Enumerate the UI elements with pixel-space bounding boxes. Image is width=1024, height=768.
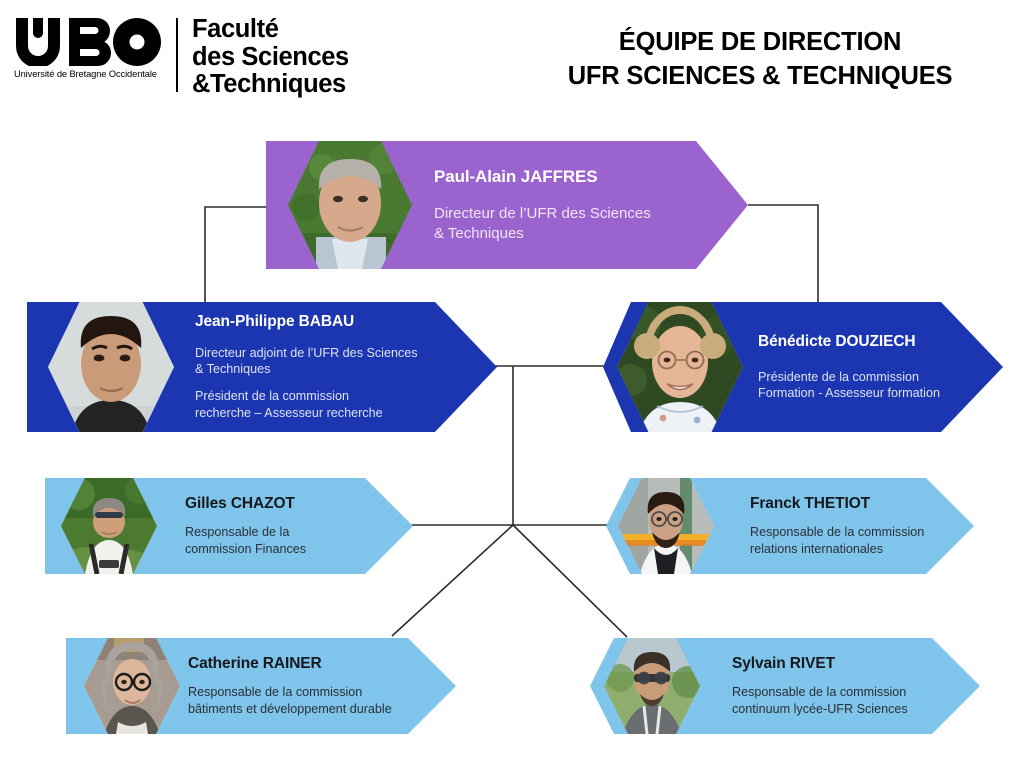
card-rivet-name: Sylvain RIVET [732, 655, 835, 673]
card-rivet-text: Sylvain RIVET Responsable de la commissi… [732, 638, 934, 734]
card-thetiot-text: Franck THETIOT Responsable de la commiss… [750, 478, 926, 574]
ubo-wordmark-block: Université de Bretagne Occidentale [14, 16, 176, 79]
ubo-tagline: Université de Bretagne Occidentale [14, 69, 157, 79]
page-title-line-1: ÉQUIPE DE DIRECTION [618, 28, 902, 56]
card-rainer-text: Catherine RAINER Responsable de la commi… [188, 638, 410, 734]
card-rivet-role: Responsable de la commission continuum l… [732, 685, 908, 716]
card-chazot-role: Responsable de la commission Finances [185, 525, 307, 556]
page-title-line-2: UFR SCIENCES & TECHNIQUES [567, 61, 953, 90]
card-babau-text: Jean-Philippe BABAU Directeur adjoint de… [195, 302, 437, 432]
card-babau[interactable]: Jean-Philippe BABAU Directeur adjoint de… [27, 302, 497, 432]
card-rainer-name: Catherine RAINER [188, 655, 322, 673]
card-douziech-name: Bénédicte DOUZIECH [758, 332, 916, 350]
portrait-chazot-icon [61, 478, 157, 574]
faculty-name: Faculté des Sciences &Techniques [192, 15, 349, 99]
card-babau-name: Jean-Philippe BABAU [195, 312, 355, 330]
card-chazot-name: Gilles CHAZOT [185, 495, 295, 513]
card-thetiot-name: Franck THETIOT [750, 495, 871, 513]
connector-jaffres-douziech [748, 204, 819, 302]
logo-divider [176, 18, 178, 92]
faculty-line-1: Faculté [192, 15, 279, 43]
card-chazot[interactable]: Gilles CHAZOT Responsable de la commissi… [45, 478, 413, 574]
ubo-logo-icon [16, 18, 161, 66]
card-chazot-text: Gilles CHAZOT Responsable de la commissi… [185, 478, 363, 574]
page-title: ÉQUIPE DE DIRECTION UFR SCIENCES & TECHN… [510, 26, 1010, 93]
faculty-line-2: des Sciences [192, 42, 349, 71]
card-rainer[interactable]: Catherine RAINER Responsable de la commi… [66, 638, 456, 734]
card-douziech-text: Bénédicte DOUZIECH Présidente de la comm… [758, 302, 945, 432]
card-rivet[interactable]: Sylvain RIVET Responsable de la commissi… [590, 638, 980, 734]
card-thetiot[interactable]: Franck THETIOT Responsable de la commiss… [606, 478, 974, 574]
card-rainer-role: Responsable de la commission bâtiments e… [188, 685, 392, 716]
ubo-logo: Université de Bretagne Occidentale Facul… [14, 15, 349, 99]
card-chazot-photo [61, 478, 157, 574]
card-babau-role-1: Directeur adjoint de l’UFR des Sciences … [195, 345, 418, 377]
page-header: Université de Bretagne Occidentale Facul… [0, 0, 1024, 118]
card-jaffres[interactable]: Paul-Alain JAFFRES Directeur de l’UFR de… [266, 141, 748, 269]
card-jaffres-text: Paul-Alain JAFFRES Directeur de l’UFR de… [434, 141, 686, 269]
card-rainer-photo [84, 638, 180, 734]
portrait-rainer-icon [84, 638, 180, 734]
card-jaffres-name: Paul-Alain JAFFRES [434, 167, 598, 186]
card-douziech-role: Présidente de la commission Formation - … [758, 369, 940, 400]
card-douziech[interactable]: Bénédicte DOUZIECH Présidente de la comm… [603, 302, 1003, 432]
card-thetiot-role: Responsable de la commission relations i… [750, 525, 925, 556]
card-babau-role-2: Président de la commission recherche – A… [195, 389, 383, 420]
faculty-line-3: &Techniques [192, 70, 346, 99]
card-jaffres-role: Directeur de l’UFR des Sciences & Techni… [434, 205, 651, 242]
